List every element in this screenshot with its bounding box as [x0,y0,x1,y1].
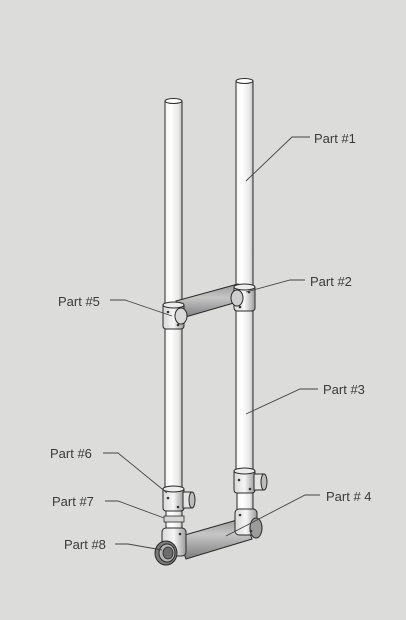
left-lower-pipe [164,328,183,489]
leader-part-7 [105,500,165,519]
leader-lines [103,136,320,551]
label-part-1: Part #1 [314,131,356,146]
label-part-7: Part #7 [52,494,94,509]
label-part-3: Part #3 [323,382,365,397]
label-part-6: Part #6 [50,446,92,461]
part-5-left-tee-fitting [162,301,188,330]
leader-part-6 [103,452,168,494]
leader-part-8 [115,543,163,551]
leader-part-4 [225,494,320,537]
part-1-left-upper-pipe [164,98,183,308]
label-part-5: Part #5 [58,294,100,309]
part-3-right-lower-pipe [235,310,254,471]
right-bottom-elbow-fitting [234,508,263,539]
part-8-left-bottom-elbow-cap [154,527,187,566]
leader-part-5 [110,299,173,317]
label-part-4: Part # 4 [326,489,372,504]
label-part-8: Part #8 [64,537,106,552]
label-part-2: Part #2 [310,274,352,289]
right-upper-tee-fitting [230,283,256,312]
leader-part-1 [245,136,310,182]
part-6-left-lower-tee-fitting [162,485,196,512]
part-1-right-upper-pipe [235,78,254,289]
leader-part-2 [245,279,305,293]
part-7-left-nipple [163,510,185,530]
right-lower-tee-fitting [233,467,268,512]
leader-part-3 [245,388,318,415]
